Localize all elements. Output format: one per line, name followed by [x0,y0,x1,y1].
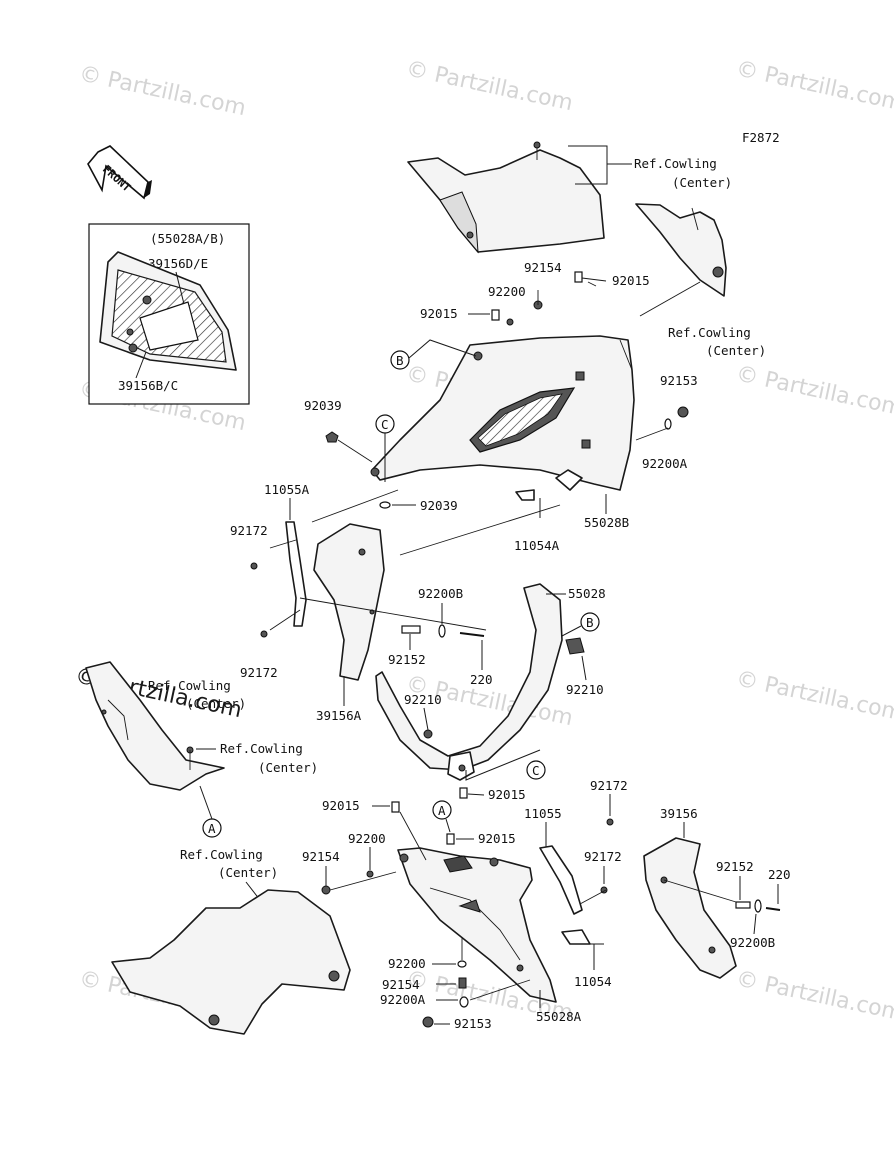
label-92015: 92015 [612,273,650,288]
label-92152: 92152 [716,859,754,874]
watermark: © Partzilla.com [734,966,894,1026]
label-39156: 39156 [660,806,698,821]
label-92200: 92200 [488,284,526,299]
part-39156A [313,523,385,681]
callout-b-label: B [586,615,594,630]
watermark: © Partzilla.com [77,61,248,121]
label-92210: 92210 [404,692,442,707]
label-92172: 92172 [230,523,268,538]
label-92039: 92039 [304,398,342,413]
figure-code: F2872 [742,130,780,145]
label-11054A: 11054A [514,538,560,553]
bolt-icon [677,406,689,418]
label-ref-cowling: Ref.Cowling [634,156,717,171]
collar-icon [735,901,751,909]
label-92200B: 92200B [730,935,775,950]
label-92172: 92172 [240,665,278,680]
callout-c [526,760,546,780]
ref-cowling-bottom-part [111,889,351,1035]
watermark: © Partzilla.com [734,56,894,116]
callout-c-label: C [532,763,540,778]
label-92172: 92172 [584,849,622,864]
bracket-11054 [561,929,591,945]
label-92153: 92153 [660,373,698,388]
front-arrow-icon: FRONT [87,145,152,200]
inset-label-bottom: 39156B/C [118,378,178,393]
ref-cowling-left-part [85,661,225,791]
label-92152: 92152 [388,652,426,667]
inset-title: (55028A/B) [150,231,225,246]
inset-box: (55028A/B) 39156D/E 39156B/C [88,223,250,405]
callout-a-label: A [208,821,216,836]
ref-cowling-top-part [407,141,605,254]
label-ref-cowling-center: (Center) [706,343,766,358]
watermark: © Partzilla.com [734,361,894,421]
label-92015: 92015 [322,798,360,813]
label-55028A: 55028A [536,1009,582,1024]
label-11055A: 11055A [264,482,310,497]
part-55028 [375,583,585,781]
label-92200: 92200 [348,831,386,846]
label-ref-cowling: Ref.Cowling [148,678,231,693]
label-92153: 92153 [454,1016,492,1031]
bracket-11055 [539,845,607,915]
label-55028: 55028 [568,586,606,601]
label-39156A: 39156A [316,708,362,723]
label-ref-cowling-center: (Center) [672,175,732,190]
label-92039: 92039 [420,498,458,513]
label-92015: 92015 [420,306,458,321]
collar-icon [401,625,421,634]
label-92200B: 92200B [418,586,463,601]
label-11055: 11055 [524,806,562,821]
label-92200A: 92200A [642,456,688,471]
label-92015: 92015 [488,787,526,802]
label-92154: 92154 [302,849,340,864]
watermark: © Partzilla.com [404,56,575,116]
ref-cowling-right-part [635,203,727,297]
callout-a-label: A [438,803,446,818]
callout-c-label: C [381,417,389,432]
label-55028B: 55028B [584,515,629,530]
label-92200: 92200 [388,956,426,971]
label-92154: 92154 [524,260,562,275]
label-ref-cowling-center: (Center) [218,865,278,880]
label-11054: 11054 [574,974,612,989]
part-55028B [370,335,635,491]
label-ref-cowling: Ref.Cowling [668,325,751,340]
label-92172: 92172 [590,778,628,793]
watermark: © Partzilla.com [734,666,894,726]
part-55028A [397,847,557,1003]
bracket-11055A [250,521,307,638]
clip-icon [574,271,583,283]
label-220: 220 [768,867,791,882]
clip-icon [491,309,500,321]
callout-a [432,800,452,820]
label-92015: 92015 [478,831,516,846]
label-ref-cowling: Ref.Cowling [180,847,263,862]
label-92154: 92154 [382,977,420,992]
callout-b [390,350,410,370]
callout-b [580,612,600,632]
callout-b-label: B [396,353,404,368]
label-ref-cowling-center: (Center) [258,760,318,775]
label-220: 220 [470,672,493,687]
label-92200A: 92200A [380,992,426,1007]
label-ref-cowling-center: (Center) [186,696,246,711]
label-92210: 92210 [566,682,604,697]
inset-label-top: 39156D/E [148,256,208,271]
label-ref-cowling: Ref.Cowling [220,741,303,756]
part-39156 [643,837,737,979]
